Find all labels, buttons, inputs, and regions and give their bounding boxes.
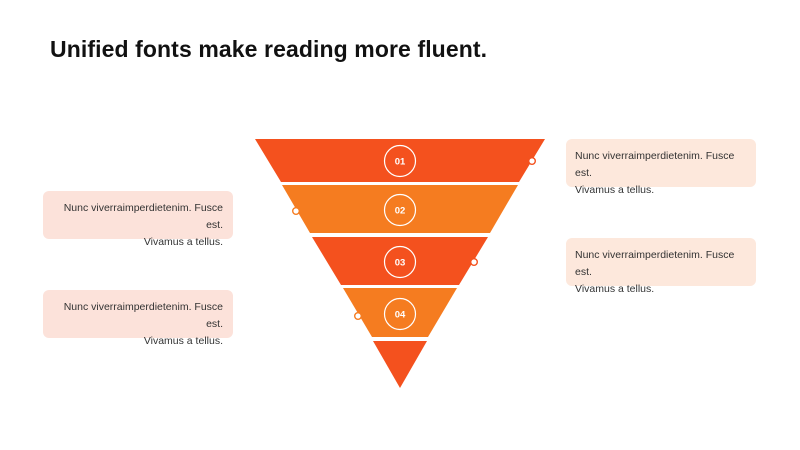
connector-dot-02 <box>292 206 301 215</box>
connector-dot-03 <box>470 258 479 267</box>
callout-text-line2: Vivamus a tellus. <box>143 236 223 248</box>
connector-dot-01 <box>528 156 537 165</box>
stage-number: 02 <box>395 206 406 217</box>
stage-number-ring <box>383 297 417 331</box>
funnel-stage-04 <box>343 288 457 337</box>
callout-stage-03: Nunc viverraimperdietenim. Fusce est. Vi… <box>566 238 756 295</box>
callout-stage-02: Nunc viverraimperdietenim. Fusce est. Vi… <box>43 191 233 248</box>
stage-number-ring <box>383 144 417 178</box>
callout-text-line1: Nunc viverraimperdietenim. Fusce est. <box>63 301 223 330</box>
callout-text-line2: Vivamus a tellus. <box>575 184 655 196</box>
callout-text-line1: Nunc viverraimperdietenim. Fusce est. <box>575 249 735 278</box>
page-title: Unified fonts make reading more fluent. <box>50 36 488 62</box>
callout-stage-01: Nunc viverraimperdietenim. Fusce est. Vi… <box>566 139 756 196</box>
callout-text-line1: Nunc viverraimperdietenim. Fusce est. <box>63 202 223 231</box>
funnel-stage-05 <box>373 341 427 388</box>
stage-number: 04 <box>395 310 406 321</box>
funnel-stage-01 <box>255 139 545 182</box>
callout-text-line2: Vivamus a tellus. <box>143 335 223 347</box>
connector-dot-04 <box>354 312 363 321</box>
stage-number-ring <box>383 245 417 279</box>
stage-number: 01 <box>395 157 406 168</box>
stage-number: 03 <box>395 258 406 269</box>
funnel-stage-02 <box>282 185 518 233</box>
funnel-stage-03 <box>312 237 488 285</box>
callout-stage-04: Nunc viverraimperdietenim. Fusce est. Vi… <box>43 290 233 347</box>
callout-text-line2: Vivamus a tellus. <box>575 283 655 295</box>
callout-text-line1: Nunc viverraimperdietenim. Fusce est. <box>575 150 735 179</box>
stage-number-ring <box>383 193 417 227</box>
